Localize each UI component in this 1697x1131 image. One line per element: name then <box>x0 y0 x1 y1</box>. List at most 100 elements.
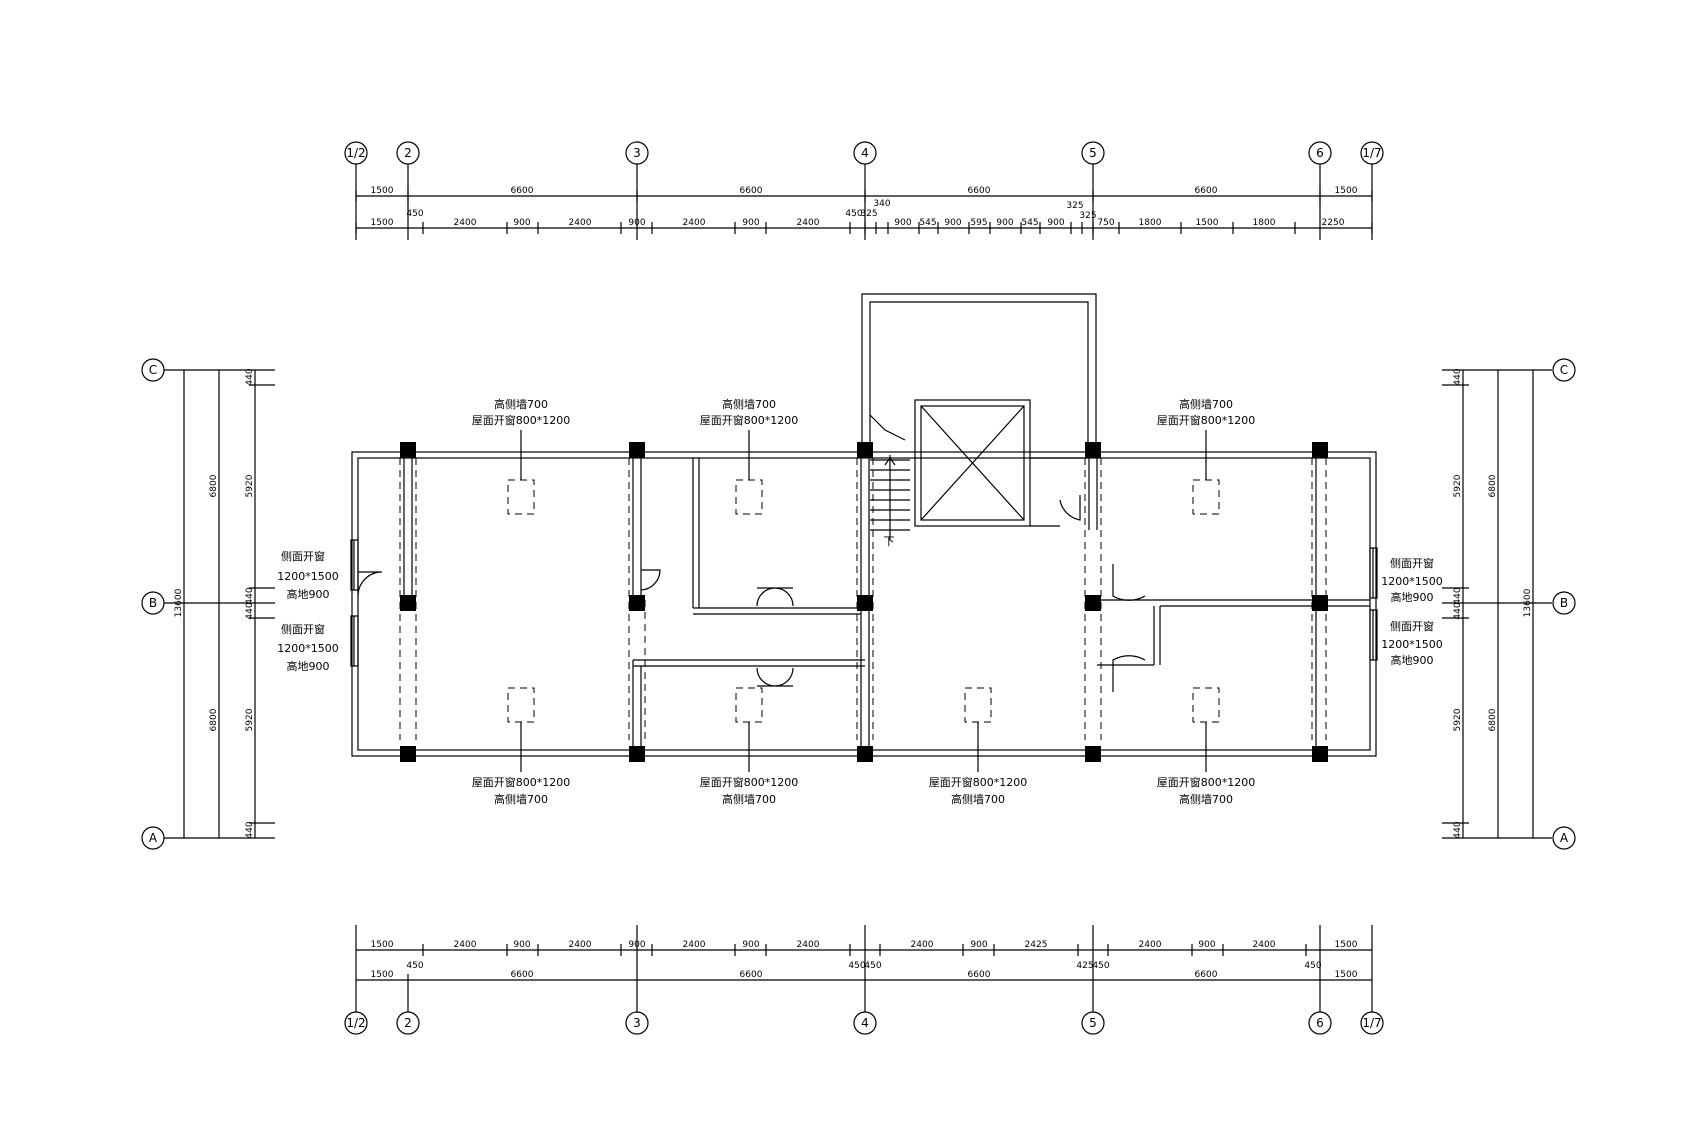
dim-text: 900 <box>970 940 987 950</box>
dim-text: 2400 <box>1139 940 1162 950</box>
columns <box>400 442 1328 762</box>
dim-text: 5920 <box>245 474 255 497</box>
bottom-dimension-lines <box>355 925 1373 1012</box>
dim-text: 1500 <box>1335 186 1358 196</box>
svg-text:5: 5 <box>1089 1016 1097 1030</box>
note-high-side-wall: 高侧墙700 <box>1179 397 1233 411</box>
axis-bubble-bottom-4: 4 <box>853 1011 877 1035</box>
note-window-size: 1200*1500 <box>1381 638 1443 651</box>
dim-text: 440 <box>1453 602 1463 619</box>
stair-down-label: 下 <box>884 535 895 548</box>
dim-text: 1500 <box>371 218 394 228</box>
note-side-window: 侧面开窗 <box>281 549 325 563</box>
note-roof-window: 屋面开窗800*1200 <box>1157 775 1256 789</box>
door-swing <box>1112 564 1146 601</box>
bottom-dimension-texts-line1: 1500 2400 900 2400 900 2400 900 2400 240… <box>371 940 1358 950</box>
dim-text: 425 <box>1076 961 1093 971</box>
axis-bubble-left-A: A <box>141 826 165 850</box>
dim-text: 2400 <box>1253 940 1276 950</box>
dim-text: 6600 <box>511 186 534 196</box>
svg-text:1/7: 1/7 <box>1362 1016 1381 1030</box>
interior-walls <box>403 399 1370 750</box>
note-sill-height: 高地900 <box>1391 653 1434 667</box>
dim-text: 900 <box>742 218 759 228</box>
dim-text: 2400 <box>454 218 477 228</box>
svg-text:2: 2 <box>404 1016 412 1030</box>
dim-text: 340 <box>873 199 890 209</box>
dim-text: 1500 <box>1196 218 1219 228</box>
svg-text:A: A <box>1560 831 1569 845</box>
top-axis-bubbles: 1/2 2 3 4 5 6 1/7 <box>344 141 1384 240</box>
dim-text: 450 <box>864 961 881 971</box>
dim-text: 450 <box>406 961 423 971</box>
dim-text: 6600 <box>1195 186 1218 196</box>
door-swing <box>640 569 661 591</box>
svg-text:6: 6 <box>1316 1016 1324 1030</box>
dim-text: 450 <box>1092 961 1109 971</box>
door-swing <box>774 587 794 607</box>
svg-text:B: B <box>1560 596 1568 610</box>
svg-text:2: 2 <box>404 146 412 160</box>
axis-bubble-bottom-3: 3 <box>625 1011 649 1035</box>
skylight <box>1192 687 1220 723</box>
dim-text: 13600 <box>174 588 184 617</box>
top-dimension-texts-line1: 1500 6600 6600 6600 6600 1500 <box>371 186 1358 196</box>
dim-text: 2400 <box>569 218 592 228</box>
dim-text: 2425 <box>1025 940 1048 950</box>
axis-bubble-bottom-5: 5 <box>1081 1011 1105 1035</box>
left-dimension-texts: 13600 6800 6800 440 5920 440 440 5920 44… <box>174 368 255 838</box>
right-side-notes: 侧面开窗 1200*1500 高地900 侧面开窗 1200*1500 高地90… <box>1381 556 1443 667</box>
dim-text: 2400 <box>569 940 592 950</box>
door-swing <box>756 667 776 687</box>
dim-text: 6600 <box>511 970 534 980</box>
right-dimension-lines <box>1442 369 1552 839</box>
svg-text:A: A <box>149 831 158 845</box>
skylight <box>735 687 763 723</box>
leader-lines <box>520 430 1207 772</box>
dim-text: 595 <box>970 218 987 228</box>
svg-text:C: C <box>149 363 157 377</box>
side-windows <box>350 539 1378 667</box>
note-window-size: 1200*1500 <box>277 642 339 655</box>
svg-text:3: 3 <box>633 146 641 160</box>
bottom-notes: 屋面开窗800*1200 高侧墙700 屋面开窗800*1200 高侧墙700 … <box>472 775 1256 806</box>
axis-bubble-bottom-1-7: 1/7 <box>1360 1011 1384 1035</box>
dim-text: 325 <box>1066 201 1083 211</box>
dim-text: 2400 <box>454 940 477 950</box>
svg-text:1/2: 1/2 <box>346 1016 365 1030</box>
dim-text: 440 <box>245 587 255 604</box>
dim-text: 6800 <box>1488 708 1498 731</box>
dim-text: 440 <box>245 821 255 838</box>
note-high-side-wall: 高侧墙700 <box>494 792 548 806</box>
dim-text: 900 <box>513 940 530 950</box>
dim-text: 6600 <box>740 186 763 196</box>
dim-text: 545 <box>919 218 936 228</box>
note-high-side-wall: 高侧墙700 <box>1179 792 1233 806</box>
left-axis-bubbles: C B A <box>141 358 165 850</box>
note-roof-window: 屋面开窗800*1200 <box>1157 413 1256 427</box>
note-roof-window: 屋面开窗800*1200 <box>700 413 799 427</box>
axis-bubble-right-B: B <box>1552 591 1576 615</box>
skylight <box>507 479 535 515</box>
dim-text: 2400 <box>911 940 934 950</box>
dim-text: 900 <box>1198 940 1215 950</box>
dim-text: 1800 <box>1139 218 1162 228</box>
axis-bubble-bottom-6: 6 <box>1308 1011 1332 1035</box>
dim-text: 2400 <box>797 940 820 950</box>
door-swing <box>1059 495 1081 521</box>
door-swing <box>357 571 383 597</box>
dim-text: 6600 <box>740 970 763 980</box>
bottom-axis-bubbles: 1/2 2 3 4 5 6 1/7 <box>344 1011 1384 1035</box>
skylight <box>1192 479 1220 515</box>
dim-text: 900 <box>628 940 645 950</box>
note-sill-height: 高地900 <box>287 587 330 601</box>
dim-text: 450 <box>845 209 862 219</box>
svg-text:5: 5 <box>1089 146 1097 160</box>
note-roof-window: 屋面开窗800*1200 <box>929 775 1028 789</box>
note-roof-window: 屋面开窗800*1200 <box>472 775 571 789</box>
note-side-window: 侧面开窗 <box>1390 556 1434 570</box>
dim-text: 325 <box>1079 211 1096 221</box>
note-sill-height: 高地900 <box>287 659 330 673</box>
dim-text: 900 <box>996 218 1013 228</box>
building-outline <box>351 293 1377 757</box>
